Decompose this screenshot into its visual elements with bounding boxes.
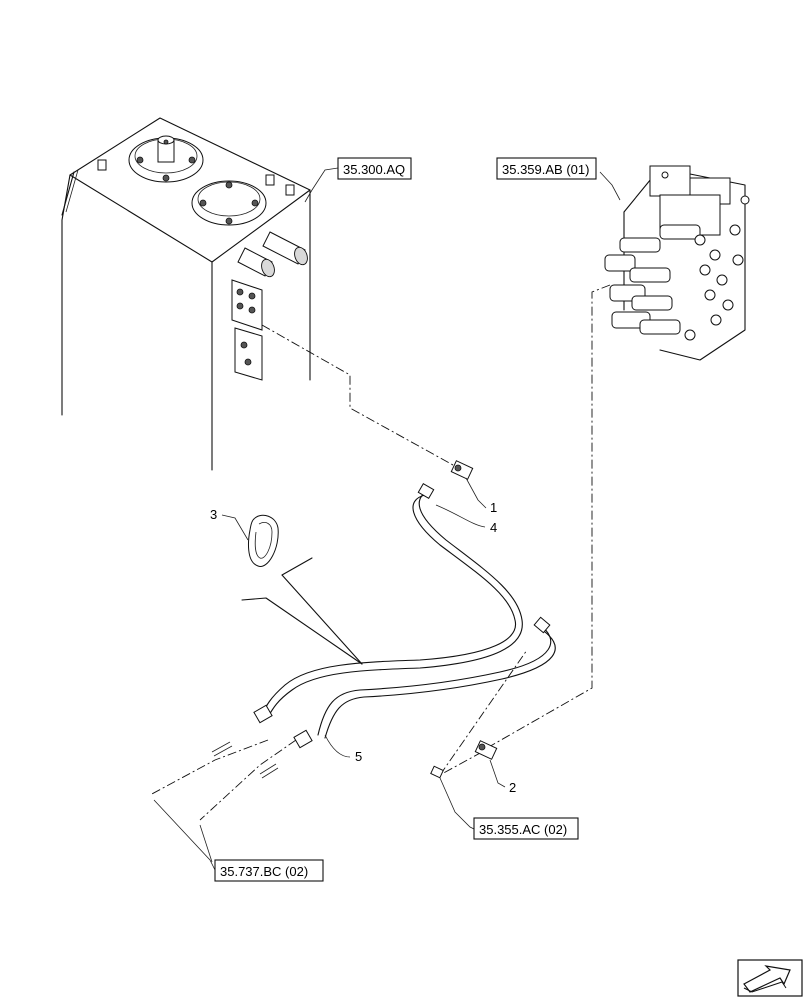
callout-1: 1 <box>490 500 497 515</box>
ref-pressure-switch-label: 35.355.AC (02) <box>479 822 567 837</box>
hose-assembly <box>211 482 556 779</box>
ref-control-valve-label: 35.359.AB (01) <box>502 162 589 177</box>
part-1-pressure-switch <box>450 460 474 480</box>
callout-leaders <box>153 167 621 871</box>
ref-box-hose[interactable]: 35.737.BC (02) <box>214 859 324 882</box>
ref-box-pressure-switch[interactable]: 35.355.AC (02) <box>473 817 579 840</box>
valve-spools <box>604 224 701 335</box>
valve-ports <box>661 171 750 341</box>
ref-box-tank[interactable]: 35.300.AQ <box>337 157 412 180</box>
ref-box-control-valve[interactable]: 35.359.AB (01) <box>496 157 597 180</box>
callout-4: 4 <box>490 520 497 535</box>
callout-5: 5 <box>355 749 362 764</box>
next-page-arrow-icon[interactable] <box>737 959 803 997</box>
control-valve <box>604 165 750 361</box>
ref-tank-label: 35.300.AQ <box>343 162 405 177</box>
callout-2: 2 <box>509 780 516 795</box>
hydraulic-tank <box>61 117 311 471</box>
callout-3: 3 <box>210 507 217 522</box>
location-pointer <box>241 557 363 665</box>
part-3-seal-ring <box>247 514 279 567</box>
assembly-leaders <box>149 284 611 821</box>
part-2-pressure-switch <box>430 740 498 779</box>
ref-hose-label: 35.737.BC (02) <box>220 864 308 879</box>
